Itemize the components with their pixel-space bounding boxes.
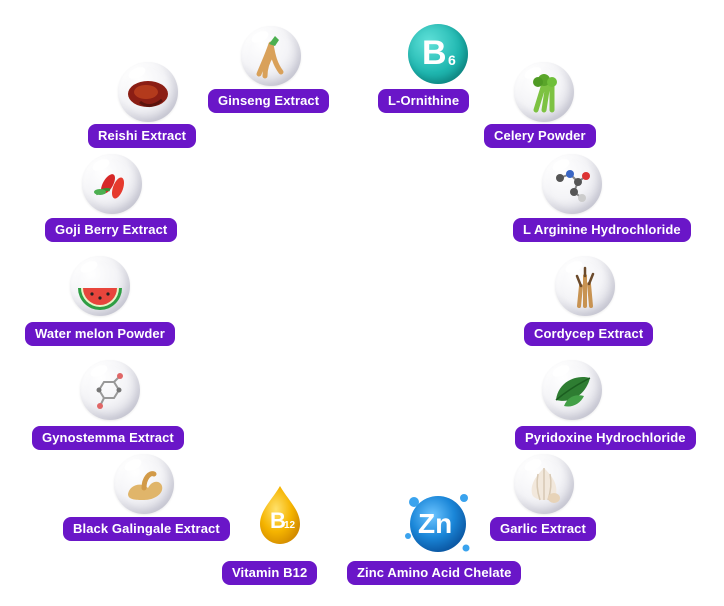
gynostemma-label: Gynostemma Extract [32, 426, 184, 450]
cordycep-label: Cordycep Extract [524, 322, 654, 346]
b6-icon: B 6 [408, 24, 468, 84]
zinc-label: Zinc Amino Acid Chelate [347, 561, 522, 585]
b12-letter: B [270, 508, 286, 533]
watermelon-label: Water melon Powder [25, 322, 175, 346]
molecule-structure-icon [80, 360, 140, 420]
cordycep-icon [555, 256, 615, 316]
ginseng-icon [241, 26, 301, 86]
b12-subscript: 12 [284, 520, 296, 531]
reishi-label: Reishi Extract [88, 124, 197, 148]
garlic-icon [514, 454, 574, 514]
ginseng-label: Ginseng Extract [208, 89, 330, 113]
watermelon-icon [70, 256, 130, 316]
l-ornithine-label: L-Ornithine [378, 89, 470, 113]
galingale-label: Black Galingale Extract [63, 517, 230, 541]
leaf-icon [542, 360, 602, 420]
zinc-icon: Zn [402, 488, 472, 558]
goji-icon [82, 154, 142, 214]
celery-icon [514, 62, 574, 122]
b12-drop-icon: B 12 [252, 482, 308, 546]
garlic-label: Garlic Extract [490, 517, 596, 541]
molecule-icon [542, 154, 602, 214]
b6-letter: B [422, 34, 447, 72]
goji-label: Goji Berry Extract [45, 218, 178, 242]
pyridoxine-label: Pyridoxine Hydrochloride [515, 426, 696, 450]
l-arginine-label: L Arginine Hydrochloride [513, 218, 691, 242]
zinc-symbol: Zn [418, 508, 453, 539]
b6-subscript: 6 [448, 52, 456, 68]
galingale-icon [114, 454, 174, 514]
reishi-icon [118, 62, 178, 122]
celery-label: Celery Powder [484, 124, 596, 148]
vitamin-b12-label: Vitamin B12 [222, 561, 318, 585]
